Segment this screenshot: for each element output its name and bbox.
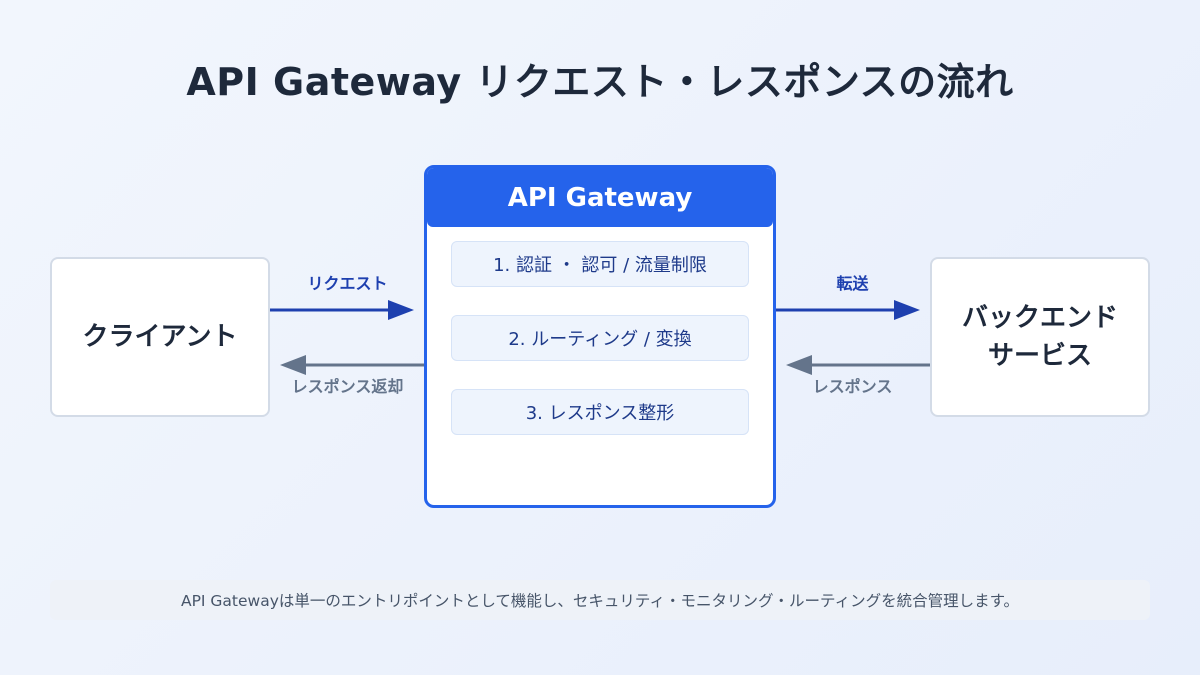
client-node: クライアント (50, 257, 270, 417)
footer-note-text: API Gatewayは単一のエントリポイントとして機能し、セキュリティ・モニタ… (180, 592, 1020, 610)
page-title: API Gateway リクエスト・レスポンスの流れ (186, 60, 1014, 104)
response-label: レスポンス (812, 377, 893, 396)
backend-service-node: バックエンド サービス (930, 257, 1150, 417)
forward-arrow-head (894, 300, 920, 320)
response-return-arrow-head (280, 355, 306, 375)
gateway-step-routing: 2. ルーティング / 変換 (451, 315, 749, 361)
gateway-header: API Gateway (427, 168, 773, 227)
response-arrow-head (786, 355, 812, 375)
request-arrow-head (388, 300, 414, 320)
gateway-step-auth: 1. 認証 ・ 認可 / 流量制限 (451, 241, 749, 287)
backend-label: バックエンド サービス (961, 303, 1118, 371)
gateway-step-response: 3. レスポンス整形 (451, 389, 749, 435)
api-gateway-box: API Gateway 1. 認証 ・ 認可 / 流量制限 2. ルーティング … (424, 165, 776, 508)
forward-label: 転送 (836, 274, 869, 293)
client-label: クライアント (82, 322, 238, 352)
request-label: リクエスト (307, 274, 388, 293)
response-return-label: レスポンス返却 (291, 377, 404, 396)
footer-note: API Gatewayは単一のエントリポイントとして機能し、セキュリティ・モニタ… (50, 580, 1150, 620)
